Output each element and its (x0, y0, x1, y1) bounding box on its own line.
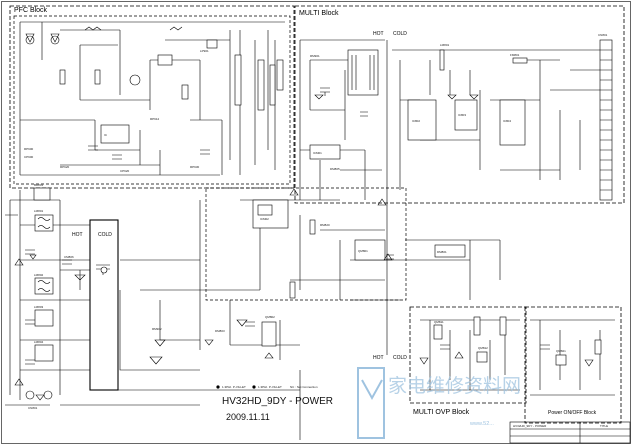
multi-block: MULTI Block HOT COLD RM901 IC802 IC803 I… (294, 5, 625, 355)
svg-text:QM801: QM801 (358, 249, 368, 253)
legend-item-2: 1.3PHI. P-VILLET (258, 385, 282, 389)
watermark: 家电维修资料网 www.52... (357, 367, 521, 439)
legend-item-3: NC : Not Connection (290, 385, 318, 389)
svg-text:QM811: QM811 (434, 320, 444, 324)
lower-hot-label: HOT (373, 355, 384, 361)
ovp-block: MULTI OVP Block QM811 QM812 (409, 306, 527, 416)
power-onoff-frame (524, 306, 622, 424)
ovp-block-label: MULTI OVP Block (413, 409, 470, 416)
ovp-block-frame (409, 306, 527, 404)
multi-block-label: MULTI Block (299, 10, 339, 17)
svg-text:BD801: BD801 (34, 183, 44, 187)
svg-text:RP920: RP920 (60, 165, 70, 169)
svg-text:CP900: CP900 (24, 155, 34, 159)
title-area: HV32HD_9DY - POWER 2009.11.11 (222, 396, 333, 422)
svg-text:LM801: LM801 (440, 43, 450, 47)
diagram-title: HV32HD_9DY - POWER (222, 396, 333, 407)
svg-text:RM820: RM820 (320, 223, 330, 227)
svg-text:DM803: DM803 (215, 329, 225, 333)
input-hot-label: HOT (72, 232, 83, 238)
svg-text:RP912: RP912 (150, 117, 160, 121)
title-block: HV32HD_9DY - POWER TITLE (509, 421, 631, 444)
svg-text:QM802: QM802 (265, 315, 275, 319)
legend: 1.3PHI. P-VILLET 1.3PHI. P-VILLET NC : N… (216, 385, 318, 389)
watermark-url: www.52... (469, 421, 494, 427)
legend-dot-2 (252, 385, 256, 389)
svg-text:IC804: IC804 (503, 119, 511, 123)
svg-text:LM803: LM803 (34, 305, 44, 309)
title-block-text: HV32HD_9DY - POWER (513, 424, 547, 428)
power-onoff-block: Power ON/OFF Block QM821 (524, 306, 622, 424)
multi-hot-label: HOT (373, 31, 384, 37)
legend-item-1: 1.3PHI. P-VILLET (222, 385, 246, 389)
svg-text:IC803: IC803 (458, 113, 466, 117)
input-cold-label: COLD (98, 232, 112, 238)
svg-text:DM805: DM805 (330, 167, 340, 171)
pfc-block: PFC Block IC RP900 CP900 RP912 LP901 RP9… (9, 5, 295, 189)
svg-text:RM901: RM901 (310, 54, 320, 58)
svg-text:RP900: RP900 (24, 147, 34, 151)
watermark-logo (357, 367, 385, 439)
svg-text:LM804: LM804 (34, 340, 44, 344)
svg-text:IC802: IC802 (412, 119, 420, 123)
standby-section: ICM02 QM801 DM801 QM802 DM803 RM902 RM82… (120, 187, 501, 365)
svg-text:RP930: RP930 (190, 165, 200, 169)
power-onoff-label: Power ON/OFF Block (548, 410, 597, 416)
pfc-block-label: PFC Block (14, 7, 48, 14)
multi-cold-label: COLD (393, 31, 407, 37)
svg-text:CN801: CN801 (598, 33, 608, 37)
input-stage: BD801 LM801 LM802 LM803 LM804 CN801 HOT … (5, 183, 119, 410)
svg-text:CP920: CP920 (120, 169, 130, 173)
svg-text:QM821: QM821 (556, 349, 566, 353)
multi-block-frame (294, 5, 625, 204)
diagram-date: 2009.11.11 (226, 412, 270, 422)
svg-text:CN801: CN801 (28, 406, 38, 410)
pfc-block-frame (9, 5, 295, 189)
svg-text:LM802: LM802 (34, 273, 44, 277)
legend-dot-1 (216, 385, 220, 389)
lower-cold-label: COLD (393, 355, 407, 361)
svg-text:CM806: CM806 (64, 255, 74, 259)
svg-text:IC: IC (104, 133, 108, 137)
svg-text:ICM02: ICM02 (260, 217, 269, 221)
svg-text:DM801: DM801 (437, 250, 447, 254)
svg-text:ICM01: ICM01 (313, 151, 322, 155)
svg-text:LP901: LP901 (200, 49, 209, 53)
svg-text:RM902: RM902 (152, 327, 162, 331)
svg-text:QM812: QM812 (478, 346, 488, 350)
title-block-corner: TITLE (600, 424, 608, 428)
watermark-text: 家电维修资料网 (388, 375, 521, 397)
svg-text:LM801: LM801 (34, 209, 44, 213)
svg-text:FM801: FM801 (510, 53, 520, 57)
